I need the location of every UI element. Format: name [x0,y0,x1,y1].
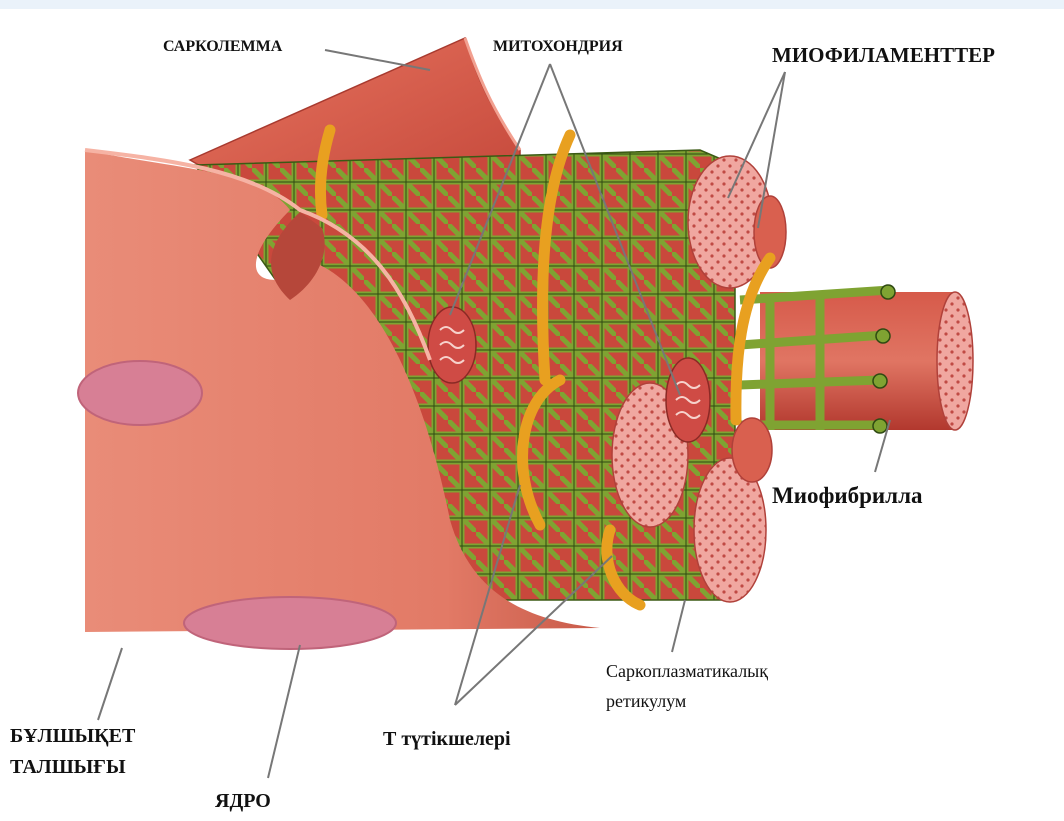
nucleus [184,597,396,649]
label-sarcoplasmic-reticulum-line1: Саркоплазматикалық [606,662,768,682]
label-muscle-fiber-line2: ТАЛШЫҒЫ [10,756,126,778]
label-sarcoplasmic-reticulum-line2: ретикулум [606,692,686,712]
myofibril-end [937,292,973,430]
label-t-tubules: Т түтікшелері [383,728,511,750]
nucleus-left [78,361,202,425]
label-muscle-fiber-line1: БҰЛШЫҚЕТ [10,725,135,747]
label-nucleus: ЯДРО [215,790,271,812]
myofibril-cylinder [760,292,955,430]
label-sarcolemma: САРКОЛЕММА [163,38,282,56]
label-myofibril: Миофибрилла [772,483,922,508]
label-mitochondria: МИТОХОНДРИЯ [493,38,623,56]
label-myofilaments: МИОФИЛАМЕНТТЕР [772,44,995,67]
